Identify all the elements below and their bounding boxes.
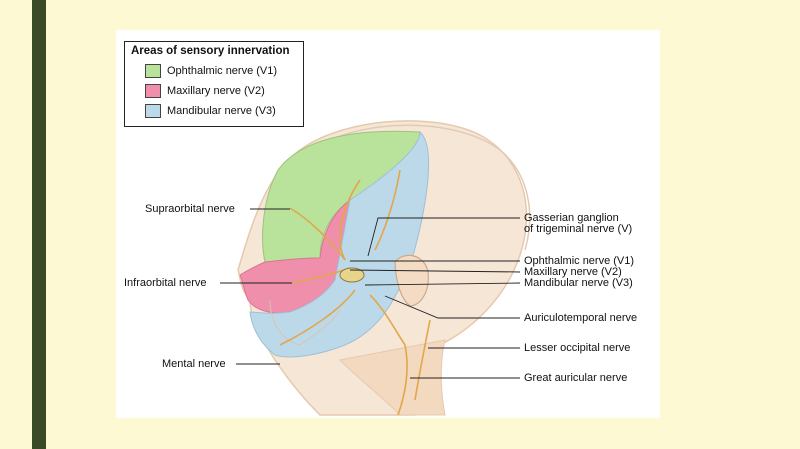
legend-swatch-maxillary [145,84,161,98]
legend-item-ophthalmic: Ophthalmic nerve (V1) [131,61,297,81]
label-mandibular-nerve: Mandibular nerve (V3) [524,277,633,289]
legend-label-ophthalmic: Ophthalmic nerve (V1) [167,65,278,77]
hair-outline [329,124,531,251]
label-great-auricular-nerve: Great auricular nerve [524,372,628,384]
left-accent-bar [32,0,46,449]
legend-swatch-ophthalmic [145,64,161,78]
label-infraorbital-nerve: Infraorbital nerve [124,277,207,289]
legend: Areas of sensory innervation Ophthalmic … [124,41,304,127]
neck [338,339,446,416]
label-supraorbital-nerve: Supraorbital nerve [145,203,235,215]
label-ophthalmic-nerve: Ophthalmic nerve (V1) [524,255,635,267]
legend-item-mandibular: Mandibular nerve (V3) [131,101,297,121]
label-auriculotemporal-nerve: Auriculotemporal nerve [524,312,638,324]
skull-outline [269,299,341,346]
label-mental-nerve: Mental nerve [162,358,226,370]
legend-swatch-mandibular [145,104,161,118]
legend-label-maxillary: Maxillary nerve (V2) [167,85,265,97]
mandibular-area [249,130,430,358]
label-maxillary-nerve: Maxillary nerve (V2) [524,266,622,278]
legend-item-maxillary: Maxillary nerve (V2) [131,81,297,101]
label-lesser-occipital-nerve: Lesser occipital nerve [524,342,631,354]
label-gasserian-ganglion-line1: Gasserian ganglion [524,212,619,224]
gasserian-ganglion [339,267,365,283]
legend-title: Areas of sensory innervation [131,45,290,57]
ear [394,254,429,307]
leader-lines [220,208,521,379]
label-gasserian-ganglion-line2: of trigeminal nerve (V) [524,223,633,235]
legend-label-mandibular: Mandibular nerve (V3) [167,105,276,117]
